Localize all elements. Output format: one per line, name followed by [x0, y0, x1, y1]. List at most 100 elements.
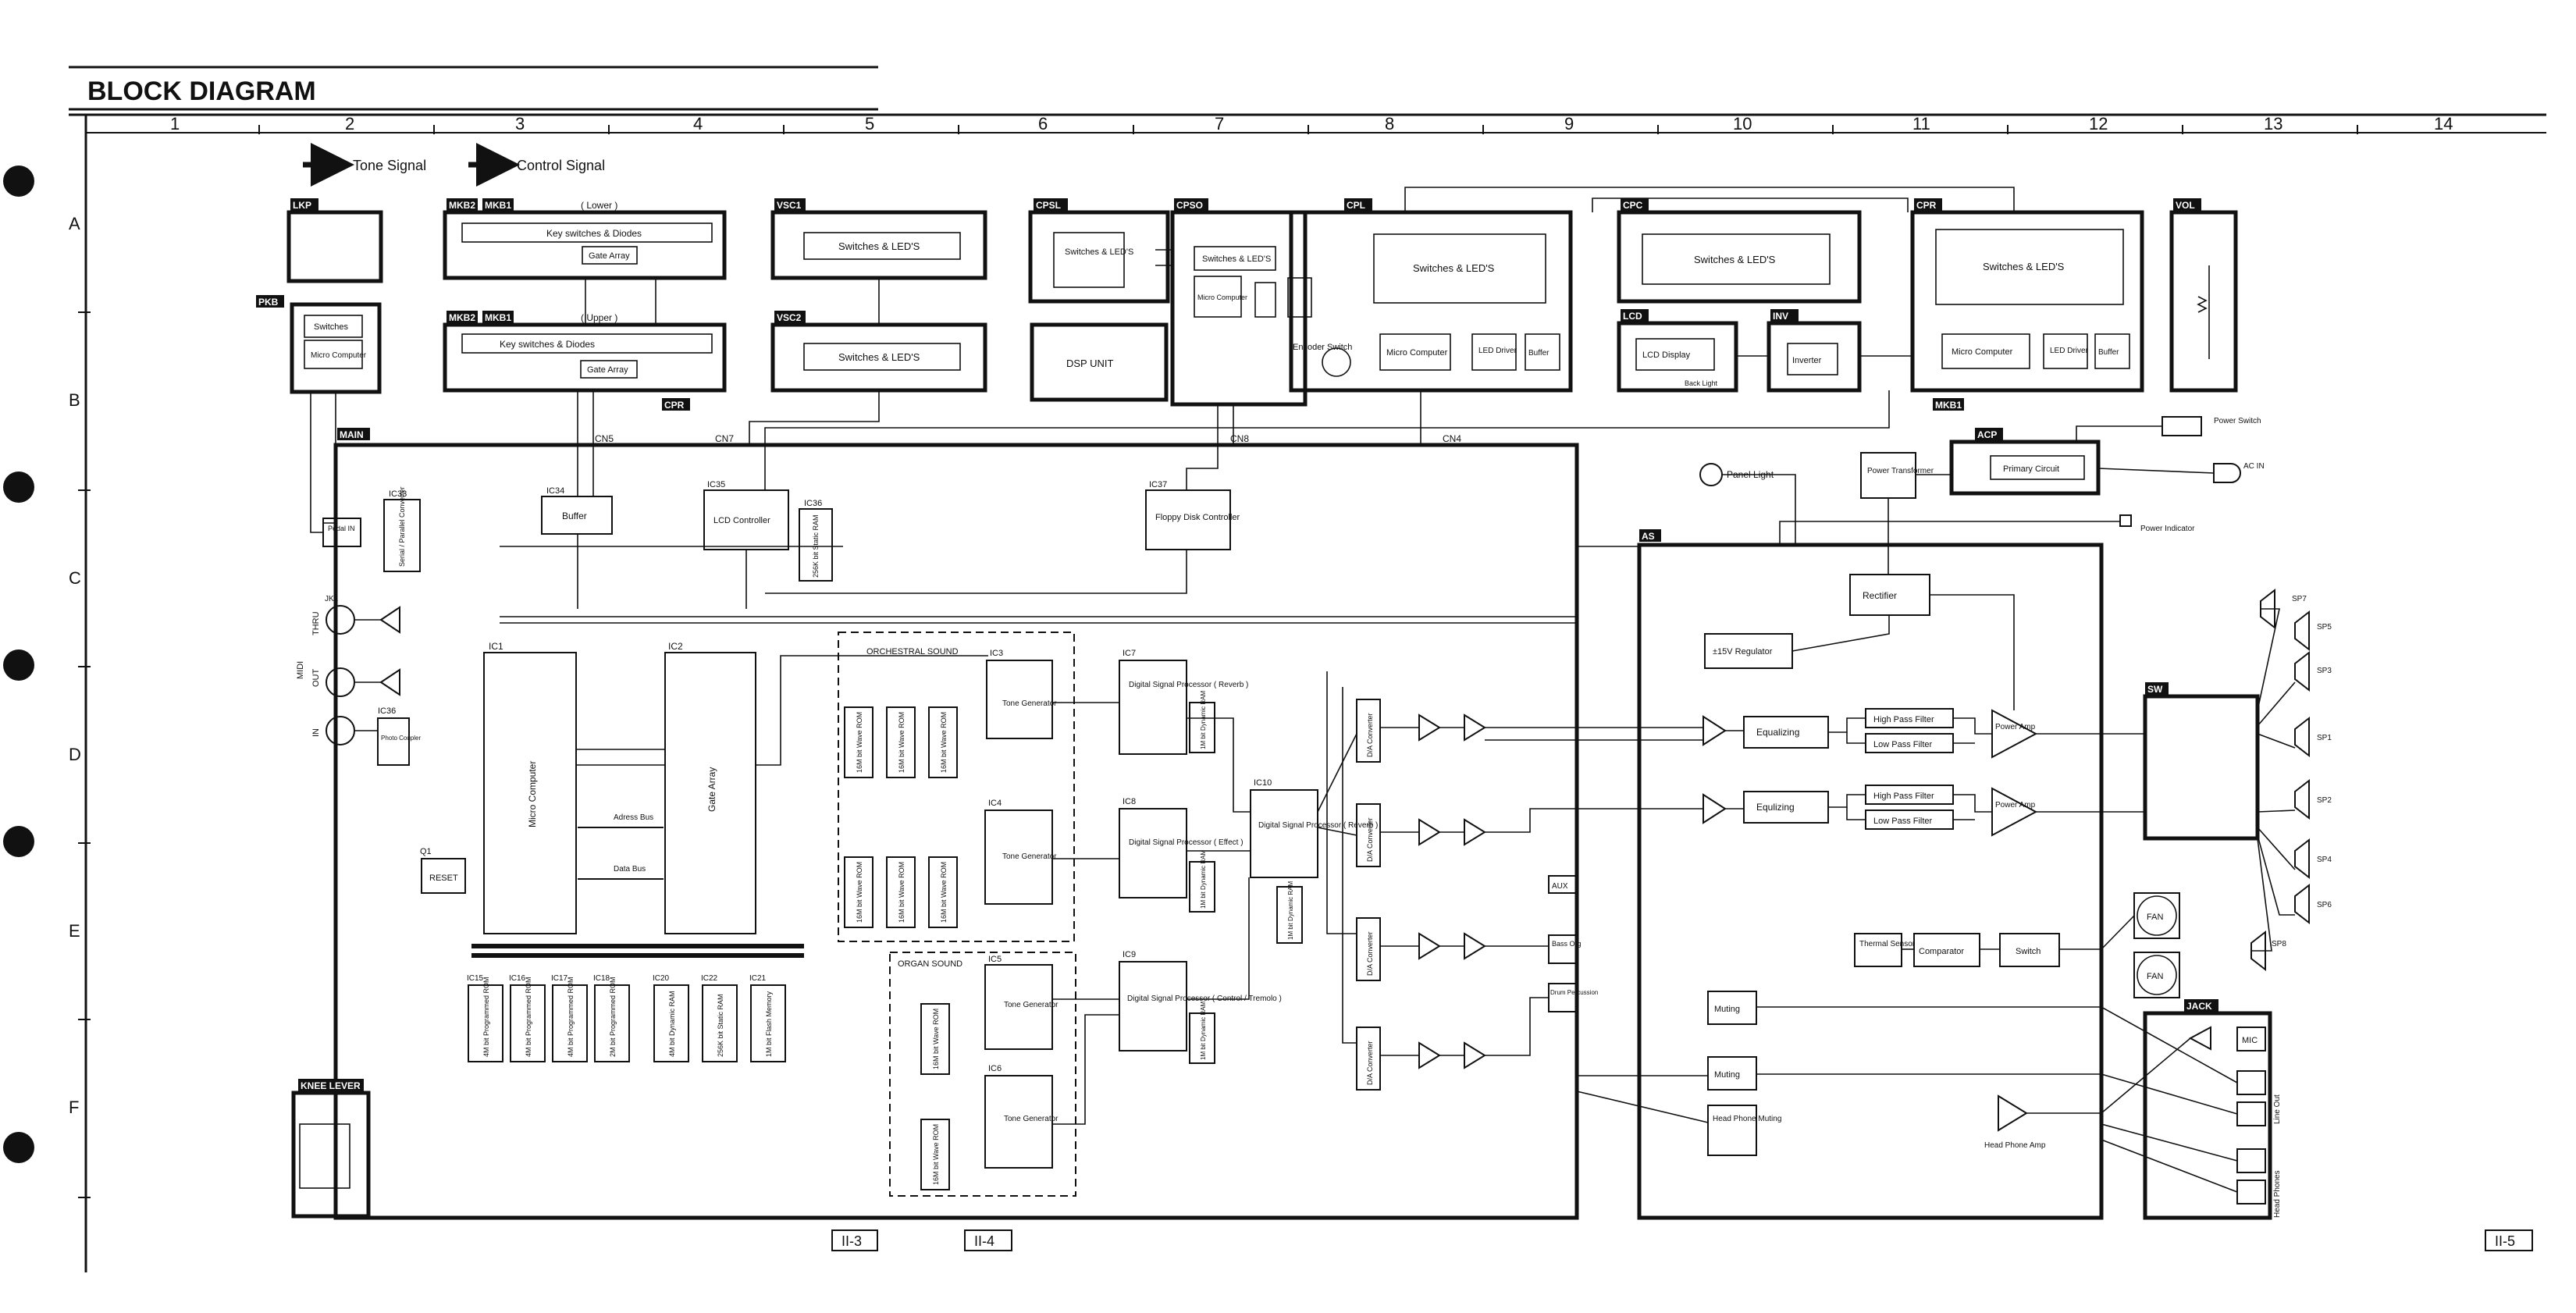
svg-text:IC17: IC17: [551, 974, 568, 983]
dsp-blocks: IC7 Digital Signal Processor ( Reverb ) …: [1119, 649, 1378, 1064]
orchestral-sound: ORCHESTRAL SOUND IC3 Tone Generator IC4 …: [838, 632, 1075, 942]
svg-text:Floppy Disk Controller: Floppy Disk Controller: [1155, 513, 1240, 522]
svg-text:Thermal Sensor: Thermal Sensor: [1859, 940, 1916, 948]
svg-text:Micro Computer: Micro Computer: [1197, 294, 1247, 301]
svg-text:AS: AS: [1642, 531, 1655, 542]
svg-text:16M bit Wave ROM: 16M bit Wave ROM: [898, 862, 906, 923]
svg-text:Back Light: Back Light: [1685, 379, 1718, 387]
svg-text:MIC: MIC: [2242, 1036, 2258, 1045]
svg-text:Switches & LED'S: Switches & LED'S: [1983, 261, 2065, 272]
svg-text:KNEE LEVER: KNEE LEVER: [301, 1080, 361, 1091]
svg-text:SP2: SP2: [2317, 796, 2332, 805]
svg-text:IC10: IC10: [1254, 778, 1272, 788]
svg-text:AUX: AUX: [1552, 882, 1568, 891]
svg-text:IC15: IC15: [467, 974, 484, 983]
svg-text:MAIN: MAIN: [340, 429, 364, 440]
svg-text:MKB2: MKB2: [449, 312, 475, 323]
svg-text:Bass Org: Bass Org: [1552, 940, 1582, 948]
board-mkb-upper: MKB2 MKB1 ( Upper ) Key switches & Diode…: [443, 311, 727, 411]
svg-text:1M bit Dynamic RAM: 1M bit Dynamic RAM: [1200, 1002, 1207, 1060]
board-dsp-unit: DSP UNIT: [1030, 322, 1169, 402]
svg-text:4M bit Programmed ROM: 4M bit Programmed ROM: [567, 977, 575, 1057]
svg-text:Digital Signal Processor ( Rev: Digital Signal Processor ( Reverb ): [1258, 821, 1378, 830]
svg-text:Key switches & Diodes: Key switches & Diodes: [500, 339, 595, 350]
svg-text:IC37: IC37: [1149, 480, 1167, 489]
svg-text:16M bit Wave ROM: 16M bit Wave ROM: [940, 862, 948, 923]
svg-text:PKB: PKB: [258, 297, 279, 308]
svg-text:Switches & LED'S: Switches & LED'S: [1694, 254, 1776, 265]
svg-text:4M bit Programmed ROM: 4M bit Programmed ROM: [525, 977, 532, 1057]
svg-text:16M bit Wave ROM: 16M bit Wave ROM: [932, 1124, 940, 1185]
svg-text:Muting: Muting: [1714, 1070, 1740, 1080]
svg-text:Low Pass Filter: Low Pass Filter: [1873, 817, 1933, 826]
svg-text:ORGAN SOUND: ORGAN SOUND: [898, 959, 962, 969]
svg-text:IC33: IC33: [389, 489, 407, 499]
row-b: B: [69, 390, 80, 410]
knee-lever: KNEE LEVER: [291, 1079, 371, 1219]
svg-text:Gate Array: Gate Array: [587, 365, 628, 375]
svg-text:SP1: SP1: [2317, 734, 2332, 742]
svg-text:16M bit Wave ROM: 16M bit Wave ROM: [940, 712, 948, 773]
svg-text:CPL: CPL: [1347, 200, 1365, 211]
svg-text:CPSL: CPSL: [1036, 200, 1061, 211]
svg-text:RESET: RESET: [429, 874, 458, 883]
board-jack: JACK MIC Line Out Head Phones: [2143, 999, 2282, 1220]
svg-text:IC2: IC2: [668, 641, 683, 652]
svg-text:LED Driver: LED Driver: [2050, 347, 2089, 355]
board-cpc: CPC Switches & LED'S: [1617, 198, 1862, 304]
svg-text:Q1: Q1: [420, 847, 432, 856]
svg-text:16M bit Wave ROM: 16M bit Wave ROM: [856, 862, 863, 923]
svg-text:SP4: SP4: [2317, 856, 2332, 864]
svg-text:MKB1: MKB1: [1935, 400, 1962, 411]
svg-text:AC IN: AC IN: [2243, 462, 2265, 471]
svg-text:Micro Computer: Micro Computer: [1386, 348, 1448, 358]
svg-text:IC9: IC9: [1123, 950, 1136, 959]
svg-text:( Upper ): ( Upper ): [581, 312, 617, 323]
svg-text:IC21: IC21: [749, 974, 767, 983]
svg-text:Photo Coupler: Photo Coupler: [381, 735, 421, 742]
svg-text:SP3: SP3: [2317, 667, 2332, 675]
svg-text:IC8: IC8: [1123, 797, 1136, 806]
page-refs: II-3 II-4 II-5: [831, 1229, 2533, 1251]
svg-text:Rectifier: Rectifier: [1863, 590, 1897, 601]
board-mkb-lower: MKB2 MKB1 ( Lower ) Key switches & Diode…: [443, 198, 727, 280]
row-a: A: [69, 214, 80, 233]
svg-text:CN4: CN4: [1443, 433, 1461, 444]
svg-text:FAN: FAN: [2147, 913, 2163, 922]
svg-text:Head Phone Muting: Head Phone Muting: [1713, 1115, 1781, 1123]
svg-text:IC7: IC7: [1123, 649, 1136, 658]
col-6: 6: [1038, 114, 1048, 133]
svg-text:Tone Generator: Tone Generator: [1002, 699, 1057, 708]
svg-text:IN: IN: [311, 728, 321, 737]
svg-text:D/A Converter: D/A Converter: [1366, 931, 1374, 976]
col-2: 2: [345, 114, 354, 133]
svg-text:Power Transformer: Power Transformer: [1867, 467, 1934, 475]
col-5: 5: [865, 114, 874, 133]
svg-text:SW: SW: [2147, 684, 2163, 695]
svg-text:Tone Generator: Tone Generator: [1004, 1001, 1059, 1009]
wires: [310, 187, 2296, 1193]
board-cpl: CPL Switches & LED'S Encoder Switch Micr…: [1289, 198, 1573, 393]
svg-text:DSP UNIT: DSP UNIT: [1066, 358, 1113, 369]
legend: Tone Signal Control Signal: [303, 143, 605, 187]
page-title: BLOCK DIAGRAM: [87, 77, 316, 106]
legend-control: Control Signal: [517, 158, 605, 173]
svg-text:Gate Array: Gate Array: [589, 251, 630, 261]
organ-sound: ORGAN SOUND IC5 Tone Generator IC6 Tone …: [889, 952, 1076, 1197]
svg-text:Micro Computer: Micro Computer: [527, 761, 538, 827]
col-14: 14: [2434, 114, 2453, 133]
board-cpso: CPSO Switches & LED'S Micro Computer: [1170, 198, 1312, 407]
svg-text:Drum Percussion: Drum Percussion: [1550, 989, 1598, 996]
svg-text:SP5: SP5: [2317, 623, 2332, 632]
svg-text:IC1: IC1: [489, 641, 503, 652]
svg-text:OUT: OUT: [311, 669, 321, 688]
svg-text:LCD Controller: LCD Controller: [713, 516, 770, 525]
da-converters: D/A Converter D/A Converter D/A Converte…: [1356, 699, 1598, 1091]
svg-text:D/A Converter: D/A Converter: [1366, 713, 1374, 757]
svg-text:LCD: LCD: [1623, 311, 1642, 322]
